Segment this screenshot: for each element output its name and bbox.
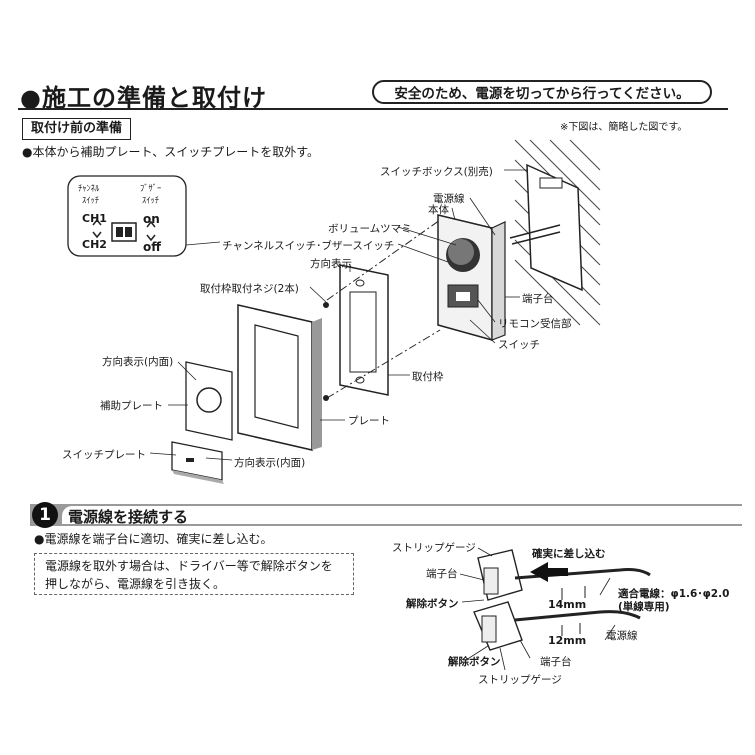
screws [323,302,329,401]
label-power-wire: 電源線 [433,193,465,205]
label-power-wire-step1: 電源線 [606,630,638,642]
removal-note-box: 電源線を取外す場合は、ドライバー等で解除ボタンを 押しながら、電源線を引き抜く。 [34,553,354,595]
page-title: ●施工の準備と取付け [20,84,267,112]
buzzer-label-2: ｽｲｯﾁ [142,196,160,206]
ch2-label: CH2 [82,238,107,251]
channel-label-1: ﾁｬﾝﾈﾙ [78,184,100,194]
aux-plate-shape [185,361,233,441]
terminal-diagram [459,547,651,671]
main-body-shape [437,214,506,341]
buzzer-label-1: ﾌﾞｻﾞｰ [140,184,162,194]
off-label: off [143,240,161,254]
label-switch: スイッチ [498,339,540,351]
label-remote-receiver: リモコン受信部 [498,318,572,330]
label-volume-knob: ボリュームツマミ [328,223,412,235]
plate-shape [237,304,322,451]
label-12mm: 12mm [548,634,587,647]
label-direction-mark: 方向表示 [310,258,352,270]
section-heading-prep: 取付け前の準備 [22,118,132,140]
ch1-label: CH1 [82,212,107,225]
label-terminal-bottom: 端子台 [540,656,572,668]
header-rule [18,108,728,110]
label-insert-firmly: 確実に差し込む [532,548,606,560]
label-mounting-frame: 取付枠 [412,371,444,383]
label-body: 本体 [428,204,449,216]
on-label: on [143,212,160,226]
label-strip-gauge-bottom: ストリップゲージ [478,674,562,686]
mounting-frame-shape [339,264,389,396]
channel-label-2: ｽｲｯﾁ [82,196,100,206]
step-title: 電源線を接続する [68,508,189,526]
safety-notice: 安全のため、電源を切ってから行ってください。 [372,80,712,104]
label-wire-spec-solid: (単線専用) [618,601,670,613]
switch-box-shape [509,163,583,292]
step-bar-inner [62,506,742,524]
label-strip-gauge-top: ストリップゲージ [392,542,476,554]
label-aux-plate: 補助プレート [100,400,163,412]
label-terminal-top: 端子台 [426,568,458,580]
label-channel-buzzer-switch: チャンネルスイッチ･ブザースイッチ [222,240,395,252]
label-direction-inner-2: 方向表示(内面) [234,457,306,469]
label-switch-box: スイッチボックス(別売) [380,166,493,178]
label-switch-plate: スイッチプレート [62,449,146,461]
label-release-top: 解除ボタン [406,598,459,610]
switch-plate-shape [171,441,224,484]
label-wire-spec: 適合電線：φ1.6･φ2.0 [618,588,730,600]
label-14mm: 14mm [548,598,587,611]
label-release-bottom: 解除ボタン [448,656,501,668]
simplified-note: ※下図は、簡略した図です。 [560,122,688,133]
removal-note-line-1: 電源線を取外す場合は、ドライバー等で解除ボタンを [45,559,333,573]
label-terminal-block: 端子台 [522,293,554,305]
step-instruction: ●電源線を端子台に適切、確実に差し込む。 [34,532,273,546]
switch-inset-diagram [67,175,187,257]
step-number-badge: 1 [32,502,58,528]
removal-note-line-2: 押しながら、電源線を引き抜く。 [45,577,226,591]
label-plate: プレート [348,415,390,427]
label-direction-inner-1: 方向表示(内面) [102,356,174,368]
label-frame-screws: 取付枠取付ネジ(2本) [200,283,299,295]
prep-instruction: ●本体から補助プレート、スイッチプレートを取外す。 [22,145,320,159]
